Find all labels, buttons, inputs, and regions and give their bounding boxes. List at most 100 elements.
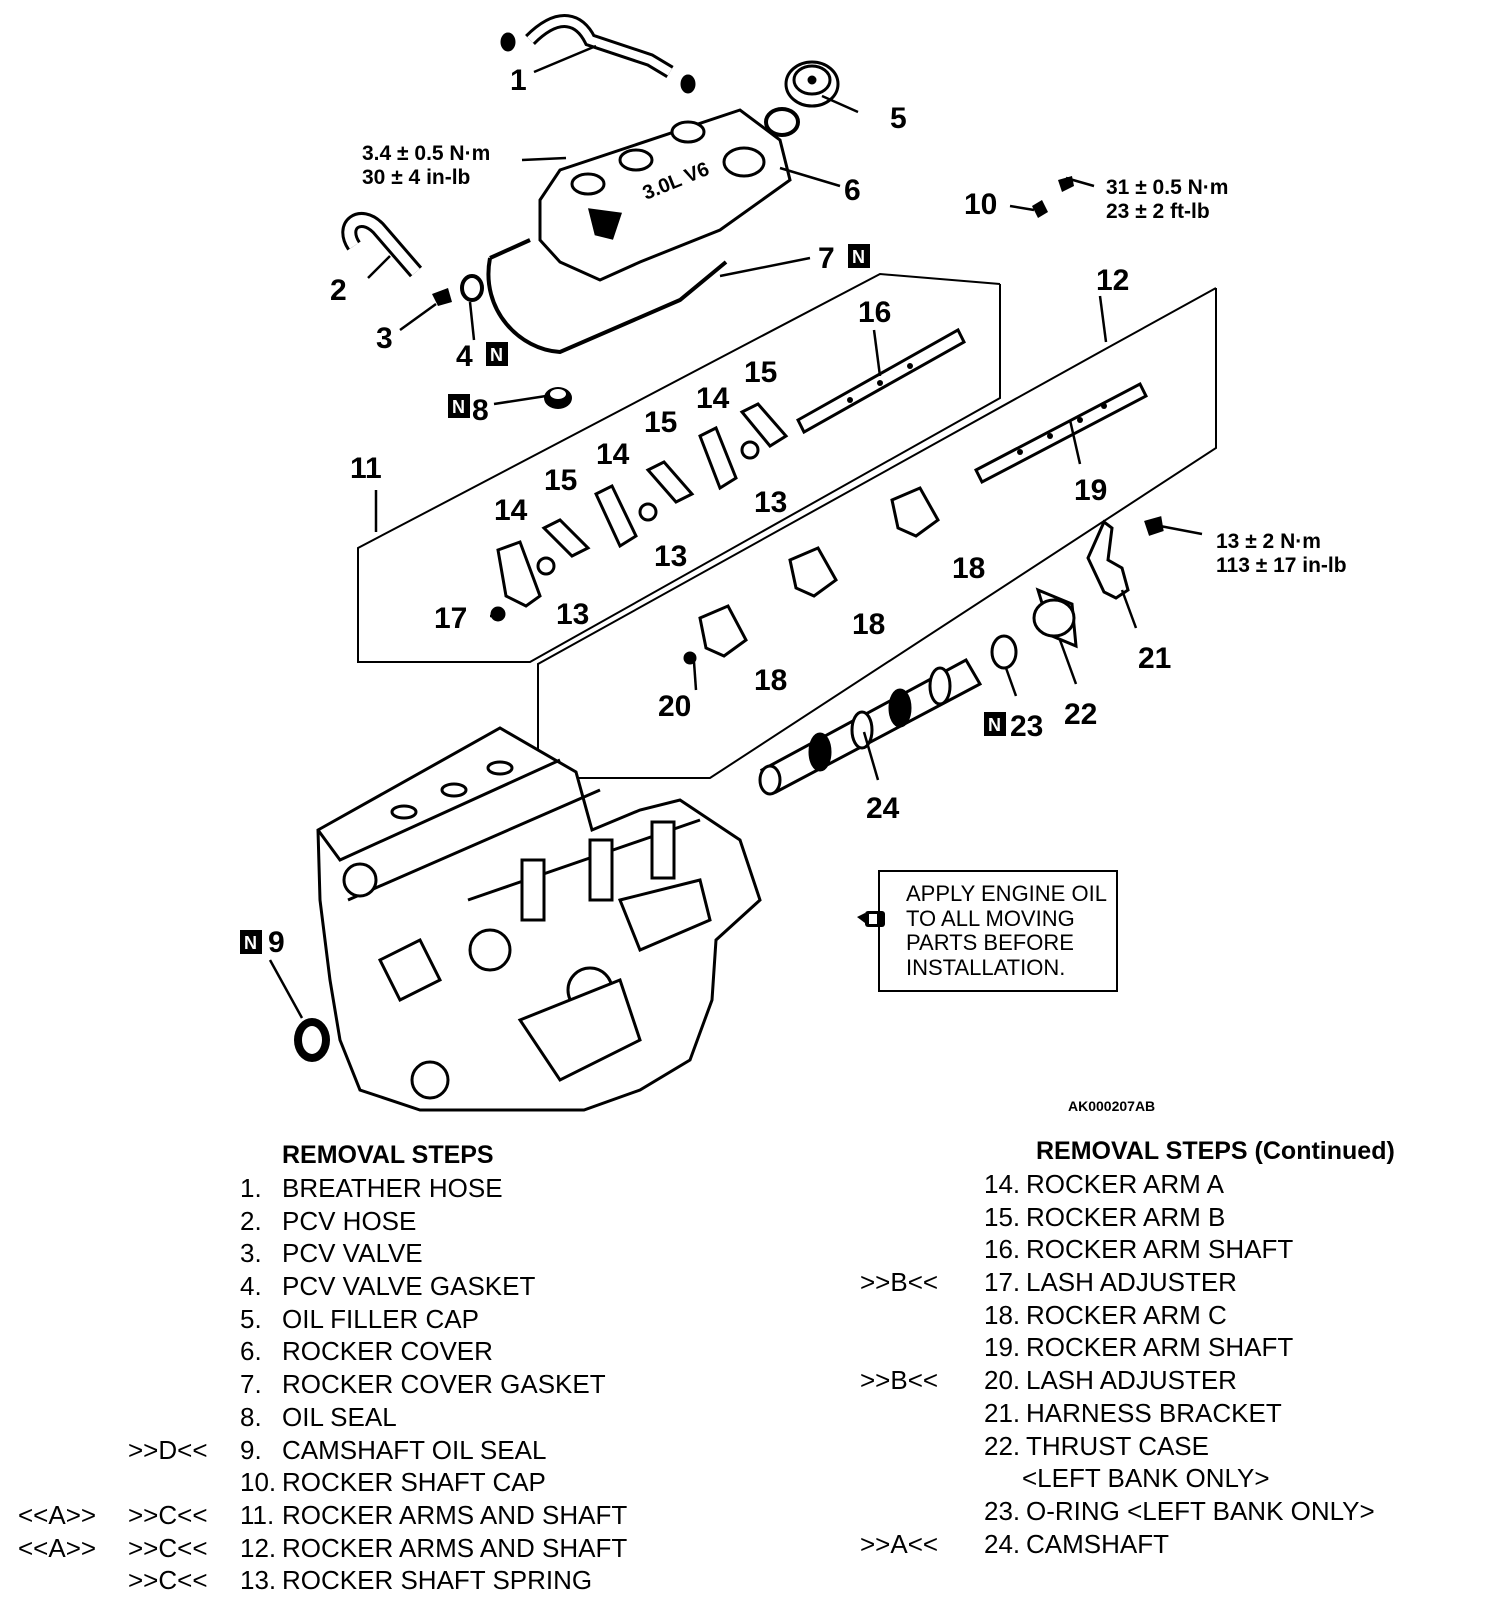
step-prefix-b: >>D<< (128, 1434, 208, 1465)
step-number: 24. (984, 1528, 1021, 1559)
step-label: O-RING <LEFT BANK ONLY> (1026, 1495, 1375, 1526)
torque-bracket-bolt-inlb: 113 ± 17 in-lb (1216, 554, 1347, 577)
step-prefix-b: >>C<< (128, 1565, 208, 1596)
callout-18c: 18 (952, 552, 985, 585)
removal-step-continued-row: 19.ROCKER ARM SHAFT (860, 1331, 1500, 1364)
torque-cover-bolt-inlb: 30 ± 4 in-lb (362, 166, 470, 189)
step-number: 18. (984, 1299, 1021, 1330)
new-part-marker-4: N (486, 342, 508, 366)
callout-8: 8 (472, 394, 489, 427)
step-number: 15. (984, 1201, 1021, 1232)
step-number: 17. (984, 1267, 1021, 1298)
callout-21: 21 (1138, 642, 1171, 675)
step-number: 23. (984, 1495, 1021, 1526)
removal-step-continued-row: 22.THRUST CASE (860, 1430, 1500, 1463)
step-number: 4. (240, 1271, 262, 1302)
camshaft-part (758, 657, 983, 796)
removal-step-row: 3.PCV VALVE (0, 1237, 700, 1270)
removal-step-row: 10.ROCKER SHAFT CAP (0, 1466, 700, 1499)
step-label: PCV VALVE GASKET (282, 1271, 536, 1302)
engine-oil-note: APPLY ENGINE OIL TO ALL MOVING PARTS BEF… (878, 870, 1118, 992)
leader-lines (268, 44, 1203, 1019)
svg-text:N: N (988, 715, 1001, 735)
pcv-hose-part (341, 212, 423, 278)
callout-1: 1 (510, 64, 527, 97)
step-prefix: >>B<< (860, 1365, 939, 1396)
step-prefix-b: >>C<< (128, 1499, 208, 1530)
exploded-view-diagram: 3.0L V6 (240, 14, 1347, 1112)
callout-17: 17 (434, 602, 467, 635)
step-label: ROCKER ARMS AND SHAFT (282, 1532, 628, 1563)
svg-text:N: N (244, 933, 257, 953)
torque-cap-bolt-nm: 31 ± 0.5 N·m (1106, 176, 1228, 199)
removal-step-continued-row: 21.HARNESS BRACKET (860, 1397, 1500, 1430)
svg-text:N: N (852, 247, 865, 267)
callout-13c: 13 (754, 486, 787, 519)
step-label: ROCKER ARM C (1026, 1299, 1227, 1330)
step-label: LASH ADJUSTER (1026, 1267, 1237, 1298)
step-number: 9. (240, 1434, 262, 1465)
oil-filler-cap-part (764, 60, 840, 137)
step-label: ROCKER ARM SHAFT (1026, 1234, 1294, 1265)
rocker-shaft-16-part (796, 327, 966, 435)
step-label: ROCKER SHAFT SPRING (282, 1565, 593, 1596)
step-label: ROCKER COVER GASKET (282, 1369, 606, 1400)
rocker-arms-set-12 (683, 486, 940, 665)
callout-5: 5 (890, 102, 907, 135)
figure-code: AK000207AB (1068, 1098, 1156, 1114)
step-number: 20. (984, 1365, 1021, 1396)
callout-7: 7 (818, 242, 835, 275)
step-number: 12. (240, 1532, 277, 1563)
callout-13b: 13 (654, 540, 687, 573)
step-number: 21. (984, 1397, 1021, 1428)
removal-steps-continued-heading: REMOVAL STEPS (Continued) (1036, 1137, 1395, 1165)
step-label: ROCKER ARM A (1026, 1169, 1224, 1199)
torque-bracket-bolt-nm: 13 ± 2 N·m (1216, 530, 1321, 553)
callout-15a: 15 (544, 464, 577, 497)
step-number: 1. (240, 1173, 262, 1203)
removal-step-row: 6.ROCKER COVER (0, 1335, 700, 1368)
callout-15c: 15 (744, 356, 777, 389)
removal-step-row: 5.OIL FILLER CAP (0, 1303, 700, 1336)
step-label: CAMSHAFT (1026, 1528, 1169, 1559)
svg-text:N: N (490, 345, 503, 365)
new-part-marker-9: N (240, 930, 262, 954)
callout-14c: 14 (696, 382, 730, 415)
pcv-valve-part (432, 274, 484, 306)
step-number: 14. (984, 1169, 1021, 1199)
removal-step-row: 4. PCV VALVE GASKET (0, 1270, 700, 1303)
callout-9: 9 (268, 926, 285, 959)
rocker-cover-gasket-part (486, 257, 728, 355)
torque-cap-bolt-ftlb: 23 ± 2 ft-lb (1106, 200, 1210, 223)
rocker-shaft-19-part (974, 381, 1148, 485)
step-prefix: >>A<< (860, 1528, 939, 1559)
removal-step-continued-row: 23.O-RING <LEFT BANK ONLY> (860, 1495, 1500, 1528)
removal-step-continued-row: >>A<< 24.CAMSHAFT (860, 1528, 1500, 1561)
callout-18b: 18 (852, 608, 885, 641)
callout-20: 20 (658, 690, 691, 723)
oil-can-icon (857, 911, 885, 927)
torque-specs: 3.4 ± 0.5 N·m 30 ± 4 in-lb 31 ± 0.5 N·m … (362, 142, 1347, 577)
step-label: ROCKER SHAFT CAP (282, 1467, 546, 1498)
step-label: PCV VALVE (282, 1238, 423, 1269)
removal-step-continued-row: >>B<<20.LASH ADJUSTER (860, 1364, 1500, 1397)
step-number: 22. (984, 1430, 1021, 1461)
harness-bracket-part (1086, 516, 1164, 600)
callout-23: 23 (1010, 710, 1043, 743)
rocker-shaft-cap-part (1032, 176, 1074, 218)
step-label: <LEFT BANK ONLY> (1022, 1463, 1270, 1494)
thrust-case-part (1032, 587, 1078, 649)
step-label: HARNESS BRACKET (1026, 1397, 1282, 1428)
step-label: THRUST CASE (1026, 1430, 1209, 1461)
callout-2: 2 (330, 274, 347, 307)
callout-14a: 14 (494, 494, 528, 527)
step-prefix-b: >>C<< (128, 1532, 208, 1563)
step-label: PCV HOSE (282, 1205, 417, 1236)
callout-numbers: 1 2 3 4 5 6 7 8 9 10 11 12 13 13 13 14 1… (268, 64, 1171, 959)
step-number: 7. (240, 1369, 262, 1400)
callout-16: 16 (858, 296, 891, 329)
step-number: 11. (240, 1499, 275, 1530)
step-number: 10. (240, 1467, 277, 1498)
removal-step-row: >>D<<9.CAMSHAFT OIL SEAL (0, 1434, 700, 1467)
removal-step-row: <<A>>>>C<<11.ROCKER ARMS AND SHAFT (0, 1499, 700, 1532)
